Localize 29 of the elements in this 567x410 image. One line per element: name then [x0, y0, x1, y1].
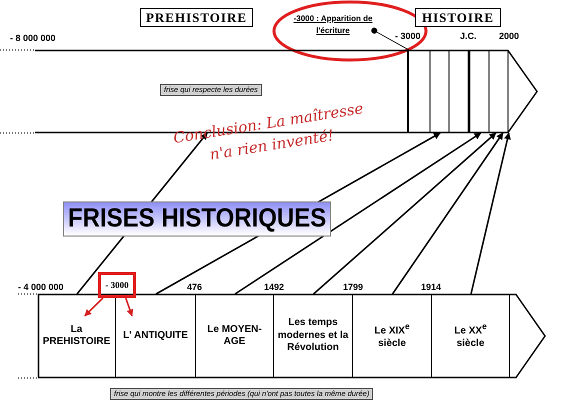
- tick-label: J.C.: [460, 31, 477, 41]
- arrow: [392, 132, 504, 294]
- tick-label: 2000: [499, 31, 520, 41]
- period-label: Le XIX$^{e}$ siècle: [373, 321, 411, 351]
- period-label: La PREHISTOIRE: [42, 324, 112, 348]
- arrow: [470, 132, 511, 294]
- era-heading: HISTOIRE: [415, 8, 501, 27]
- handwritten-note: Conclusion: La maîtresse n'a rien inventé!: [171, 98, 366, 166]
- tick-label: - 4 000 000: [18, 282, 64, 292]
- leader-line: [371, 28, 410, 50]
- period-label: Le MOYEN-AGE: [206, 324, 263, 348]
- arrow: [84, 297, 104, 316]
- date-box: - 3000: [98, 272, 136, 298]
- tick-label: 476: [187, 282, 202, 292]
- period-label: Le XX$^{e}$ siècle: [453, 321, 488, 351]
- era-heading: PREHISTOIRE: [140, 8, 253, 27]
- title-banner: FRISES HISTORIQUES: [63, 201, 332, 237]
- period-label: Les temps modernes et la Révolution: [277, 317, 349, 355]
- timeline-bar: [38, 294, 545, 378]
- arrow: [234, 132, 482, 295]
- tick-label: - 3000: [395, 31, 421, 41]
- tick-label: 1799: [343, 282, 364, 292]
- tick-label: 1914: [421, 282, 442, 292]
- arrow: [312, 132, 496, 295]
- arrow: [124, 298, 134, 316]
- tick-label: 1492: [264, 282, 284, 292]
- tick-label: - 8 000 000: [10, 33, 56, 43]
- annotation-text: -3000 : Apparition de l'écriture: [290, 13, 376, 39]
- period-label: L' ANTIQUITE: [123, 330, 188, 342]
